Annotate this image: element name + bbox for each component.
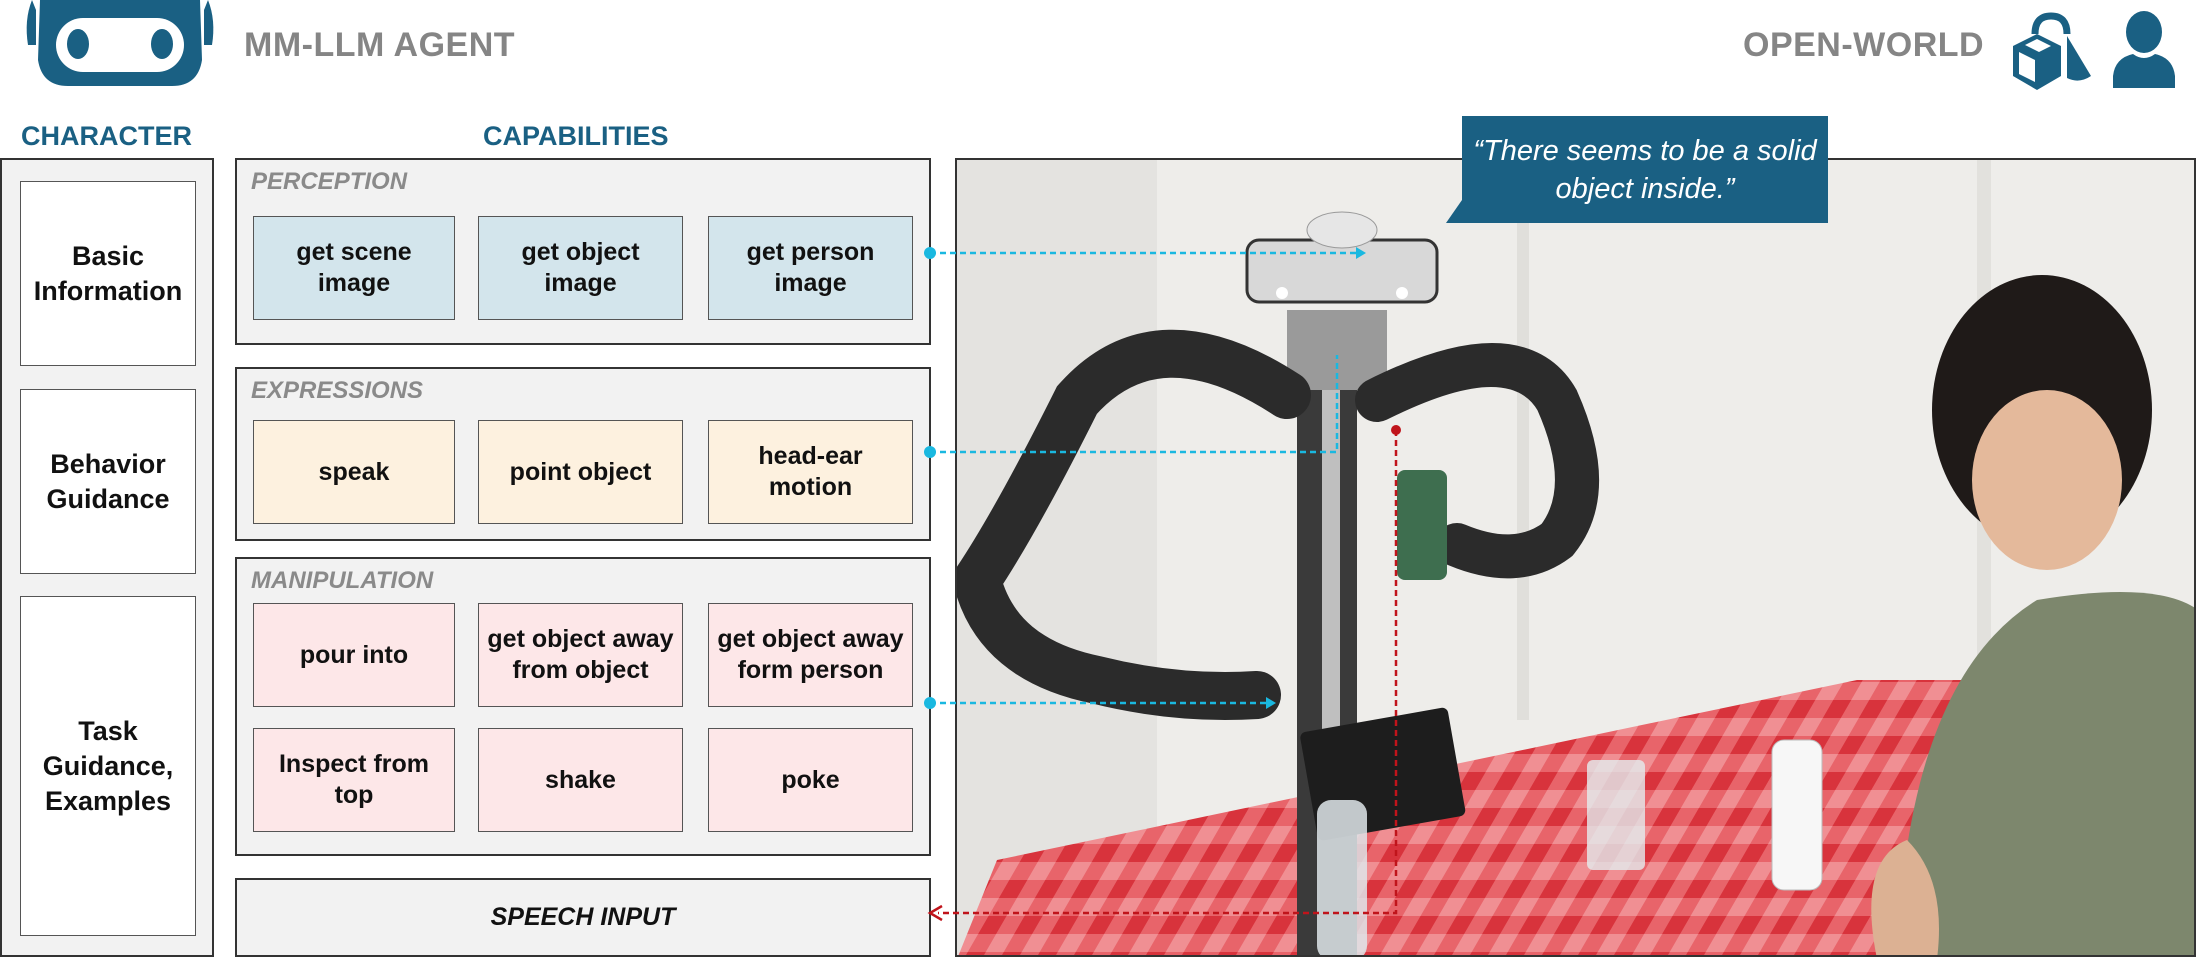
perception-group: PERCEPTION get scene image get object im…	[235, 158, 931, 345]
get-object-image-button[interactable]: get object image	[478, 216, 683, 320]
robot-logo-icon	[22, 0, 218, 88]
point-object-button[interactable]: point object	[478, 420, 683, 524]
expressions-group: EXPRESSIONS speak point object head-ear …	[235, 367, 931, 541]
get-object-away-from-object-button[interactable]: get object away from object	[478, 603, 683, 707]
expressions-label: EXPRESSIONS	[251, 377, 424, 404]
objects-icon	[2005, 12, 2095, 92]
inspect-from-top-button[interactable]: Inspect from top	[253, 728, 455, 832]
get-scene-image-button[interactable]: get scene image	[253, 216, 455, 320]
shake-button[interactable]: shake	[478, 728, 683, 832]
pour-into-button[interactable]: pour into	[253, 603, 455, 707]
person-icon	[2111, 10, 2177, 88]
open-world-title: OPEN-WORLD	[1743, 26, 1985, 64]
get-object-away-from-person-button[interactable]: get object away form person	[708, 603, 913, 707]
character-heading: CHARACTER	[21, 121, 192, 151]
scene-photo	[955, 158, 2196, 957]
manipulation-label: MANIPULATION	[251, 567, 434, 594]
speech-input-label: SPEECH INPUT	[490, 903, 676, 931]
speech-bubble: “There seems to be a solid object inside…	[1462, 116, 1828, 223]
character-behavior-guidance[interactable]: Behavior Guidance	[20, 389, 196, 574]
character-panel: Basic Information Behavior Guidance Task…	[0, 158, 214, 957]
get-person-image-button[interactable]: get person image	[708, 216, 913, 320]
speak-button[interactable]: speak	[253, 420, 455, 524]
head-ear-motion-button[interactable]: head-ear motion	[708, 420, 913, 524]
agent-title: MM-LLM AGENT	[244, 26, 516, 64]
character-basic-information[interactable]: Basic Information	[20, 181, 196, 366]
capabilities-heading: CAPABILITIES	[483, 121, 669, 151]
character-task-guidance[interactable]: Task Guidance, Examples	[20, 596, 196, 936]
poke-button[interactable]: poke	[708, 728, 913, 832]
manipulation-group: MANIPULATION pour into get object away f…	[235, 557, 931, 856]
perception-label: PERCEPTION	[251, 168, 408, 195]
speech-bubble-tail	[1446, 200, 1476, 223]
speech-input-box: SPEECH INPUT	[235, 878, 931, 957]
